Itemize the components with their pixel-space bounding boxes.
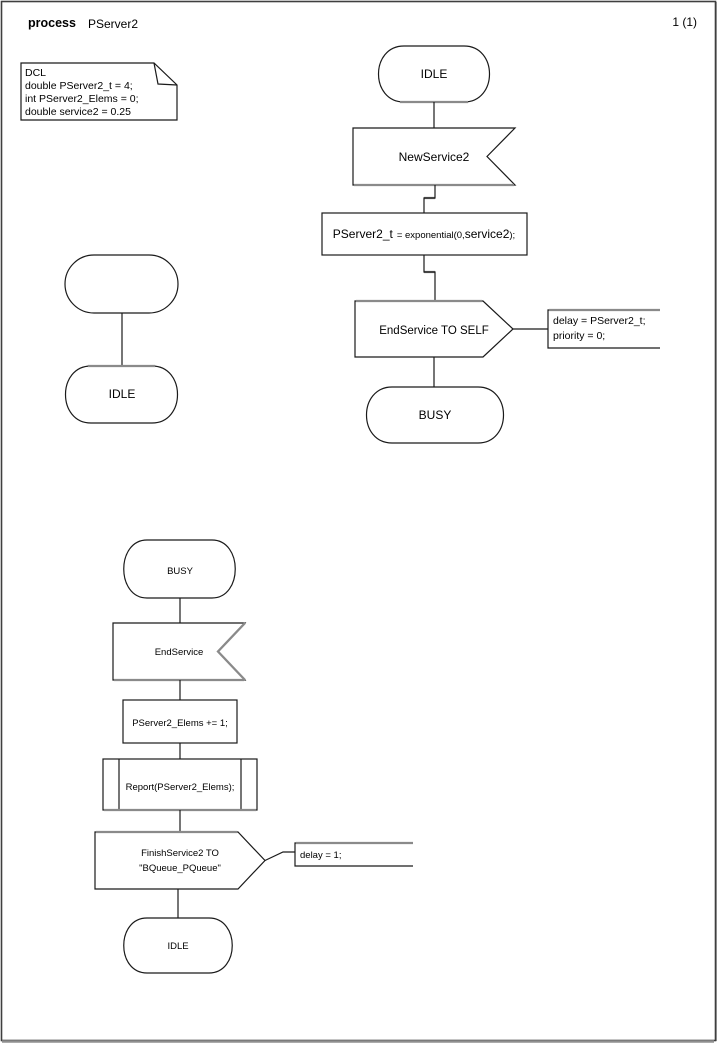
task-label: PServer2_Elems += 1; <box>132 718 228 729</box>
input-signal-symbol-newservice2[interactable] <box>352 127 517 186</box>
input-signal-label: NewService2 <box>399 150 470 164</box>
process-name: PServer2 <box>88 17 138 31</box>
comment-connector <box>264 851 295 862</box>
state-label: IDLE <box>421 67 448 81</box>
page-number: 1 (1) <box>672 15 697 29</box>
input-signal-label: EndService <box>155 647 204 658</box>
procedure-call-symbol-report[interactable]: Report(PServer2_Elems); <box>102 758 258 812</box>
procedure-call-shape[interactable] <box>102 758 258 811</box>
state-symbol-busy-lower[interactable] <box>123 539 236 599</box>
state-label: IDLE <box>167 941 188 952</box>
comment-line: delay = 1; <box>300 850 341 861</box>
dcl-line: double PServer2_t = 4; <box>25 80 133 92</box>
second-flow: BUSY EndService PServer2_Elems += 1; Rep… <box>94 539 413 974</box>
text-symbol-declarations[interactable]: DCL double PServer2_t = 4; int PServer2_… <box>20 62 178 121</box>
task-symbol-increment-elems[interactable] <box>122 699 238 744</box>
comment-line: priority = 0; <box>553 330 605 342</box>
state-symbol-idle-bottom[interactable] <box>123 917 233 974</box>
comment-line: delay = PServer2_t; <box>553 315 646 327</box>
output-signal-symbol-finishservice2[interactable] <box>94 831 266 890</box>
folded-corner-icon <box>153 62 178 86</box>
dcl-line: double service2 = 0.25 <box>25 106 131 118</box>
state-symbol-busy-top[interactable] <box>365 386 505 444</box>
task-label: PServer2_t= exponential(0,service2); <box>333 227 515 241</box>
idle-branch: IDLE <box>64 254 179 424</box>
state-label: IDLE <box>109 387 136 401</box>
connector <box>423 185 436 213</box>
dcl-line: DCL <box>25 67 46 79</box>
start-symbol[interactable] <box>64 254 179 314</box>
emboss-edge <box>216 622 246 681</box>
state-label: BUSY <box>167 566 194 577</box>
main-flow: IDLE NewService2 PServer2_t= exponential… <box>321 45 660 444</box>
output-signal-label-line1: FinishService2 TO <box>141 848 219 859</box>
connector <box>423 255 436 301</box>
output-signal-label: EndService TO SELF <box>379 325 489 337</box>
output-signal-label-line2: "BQueue_PQueue" <box>139 863 221 874</box>
state-symbol-idle-left[interactable] <box>64 365 179 424</box>
state-label: BUSY <box>419 408 452 422</box>
text-symbol-shape[interactable] <box>20 62 178 121</box>
procedure-call-label: Report(PServer2_Elems); <box>126 782 235 793</box>
diagram-kind-label: process <box>28 16 76 30</box>
dcl-line: int PServer2_Elems = 0; <box>25 93 139 105</box>
